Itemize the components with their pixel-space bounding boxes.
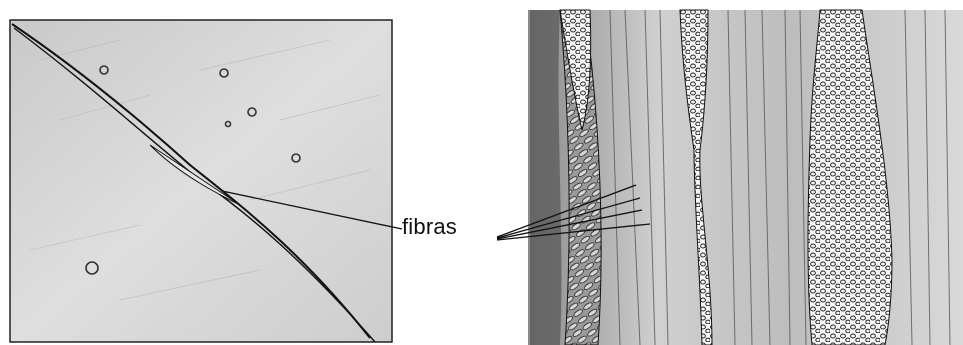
left-panel	[10, 20, 392, 342]
right-panel	[528, 10, 963, 345]
fibras-label: fibras	[402, 214, 457, 240]
